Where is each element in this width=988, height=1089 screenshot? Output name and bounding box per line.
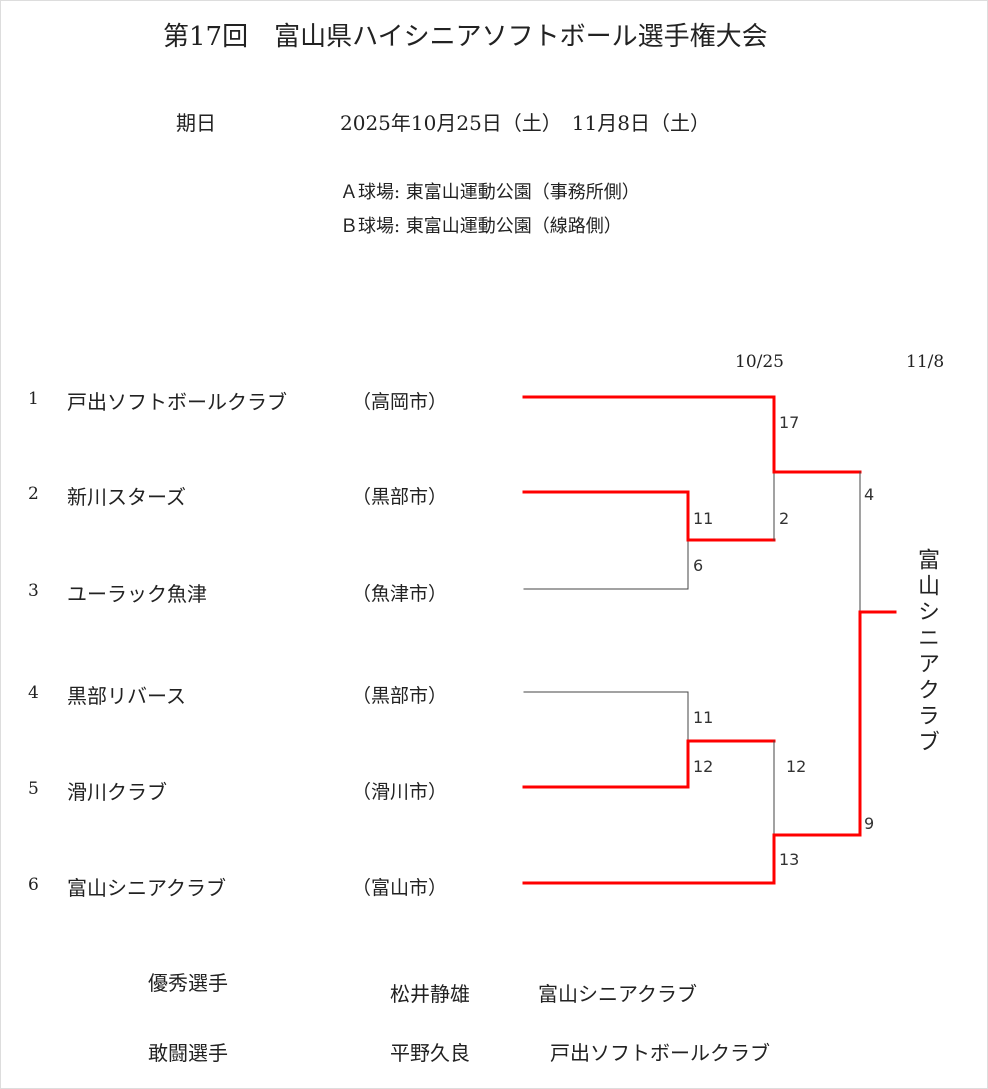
score: 11 (693, 708, 714, 727)
team-number: 1 (28, 389, 39, 409)
team-number: 4 (28, 683, 39, 703)
score: 12 (693, 757, 714, 776)
team-city: （高岡市） (352, 391, 448, 413)
team-city: （黒部市） (352, 486, 448, 508)
team-name: ユーラック魚津 (67, 582, 207, 606)
venue-a: Ａ球場: 東富山運動公園（事務所側） (340, 182, 640, 203)
award-team: 富山シニアクラブ (538, 982, 697, 1006)
team-city: （滑川市） (352, 781, 448, 803)
score: 9 (864, 814, 875, 833)
team-number: 5 (28, 779, 39, 799)
round-date-1: 10/25 (735, 352, 784, 372)
bracket-line-team5 (522, 739, 690, 789)
award-label: 敢闘選手 (148, 1041, 228, 1065)
round-date-2: 11/8 (906, 352, 945, 372)
champion-name: 富山シニアクラブ (914, 548, 939, 756)
team-name: 黒部リバース (67, 684, 186, 708)
award-team: 戸出ソフトボールクラブ (550, 1041, 770, 1065)
bracket-line-team6 (522, 833, 776, 885)
bracket-line-team4 (523, 691, 689, 742)
bracket-line-team3 (523, 539, 689, 590)
score: 4 (864, 485, 875, 504)
award-label: 優秀選手 (148, 971, 228, 995)
team-name: 滑川クラブ (67, 780, 167, 804)
bracket-line-team2 (522, 490, 690, 542)
score: 12 (786, 757, 807, 776)
team-name: 戸出ソフトボールクラブ (67, 390, 287, 414)
score: 2 (779, 509, 790, 528)
team-city: （魚津市） (352, 583, 448, 605)
schedule-label: 期日 (176, 111, 216, 135)
team-name: 富山シニアクラブ (67, 876, 226, 900)
bracket-line-team1 (522, 395, 776, 474)
score: 17 (779, 413, 800, 432)
team-name: 新川スターズ (67, 485, 186, 509)
score: 11 (693, 509, 714, 528)
score: 13 (779, 850, 800, 869)
venue-b: Ｂ球場: 東富山運動公園（線路側） (340, 216, 622, 237)
team-number: 3 (28, 581, 39, 601)
award-player: 平野久良 (390, 1041, 470, 1065)
score: 6 (693, 556, 704, 575)
team-number: 6 (28, 875, 39, 895)
bracket-line-semi-bottom-winner (772, 610, 897, 837)
schedule-dates: 2025年10月25日（土） 11月8日（土） (340, 111, 710, 135)
team-city: （黒部市） (352, 685, 448, 707)
award-player: 松井静雄 (390, 982, 470, 1006)
page-title: 第17回 富山県ハイシニアソフトボール選手権大会 (163, 22, 768, 52)
team-number: 2 (28, 484, 39, 504)
team-city: （富山市） (352, 877, 448, 899)
